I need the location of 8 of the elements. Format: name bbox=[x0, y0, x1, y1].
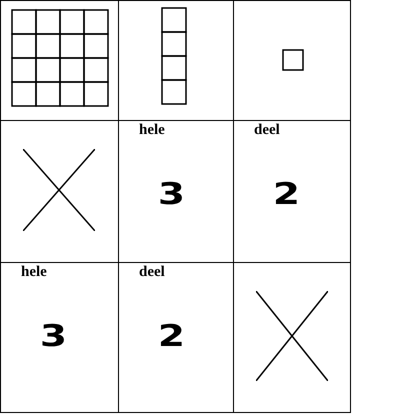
cell-heading: hele bbox=[139, 122, 165, 139]
cell-heading: deel bbox=[139, 264, 165, 281]
cell-heading: hele bbox=[21, 264, 47, 281]
cell-heading: deel bbox=[254, 122, 280, 139]
number: 3 bbox=[158, 177, 185, 212]
number: 2 bbox=[158, 319, 185, 354]
number: 3 bbox=[40, 319, 67, 354]
number: 2 bbox=[272, 177, 300, 212]
